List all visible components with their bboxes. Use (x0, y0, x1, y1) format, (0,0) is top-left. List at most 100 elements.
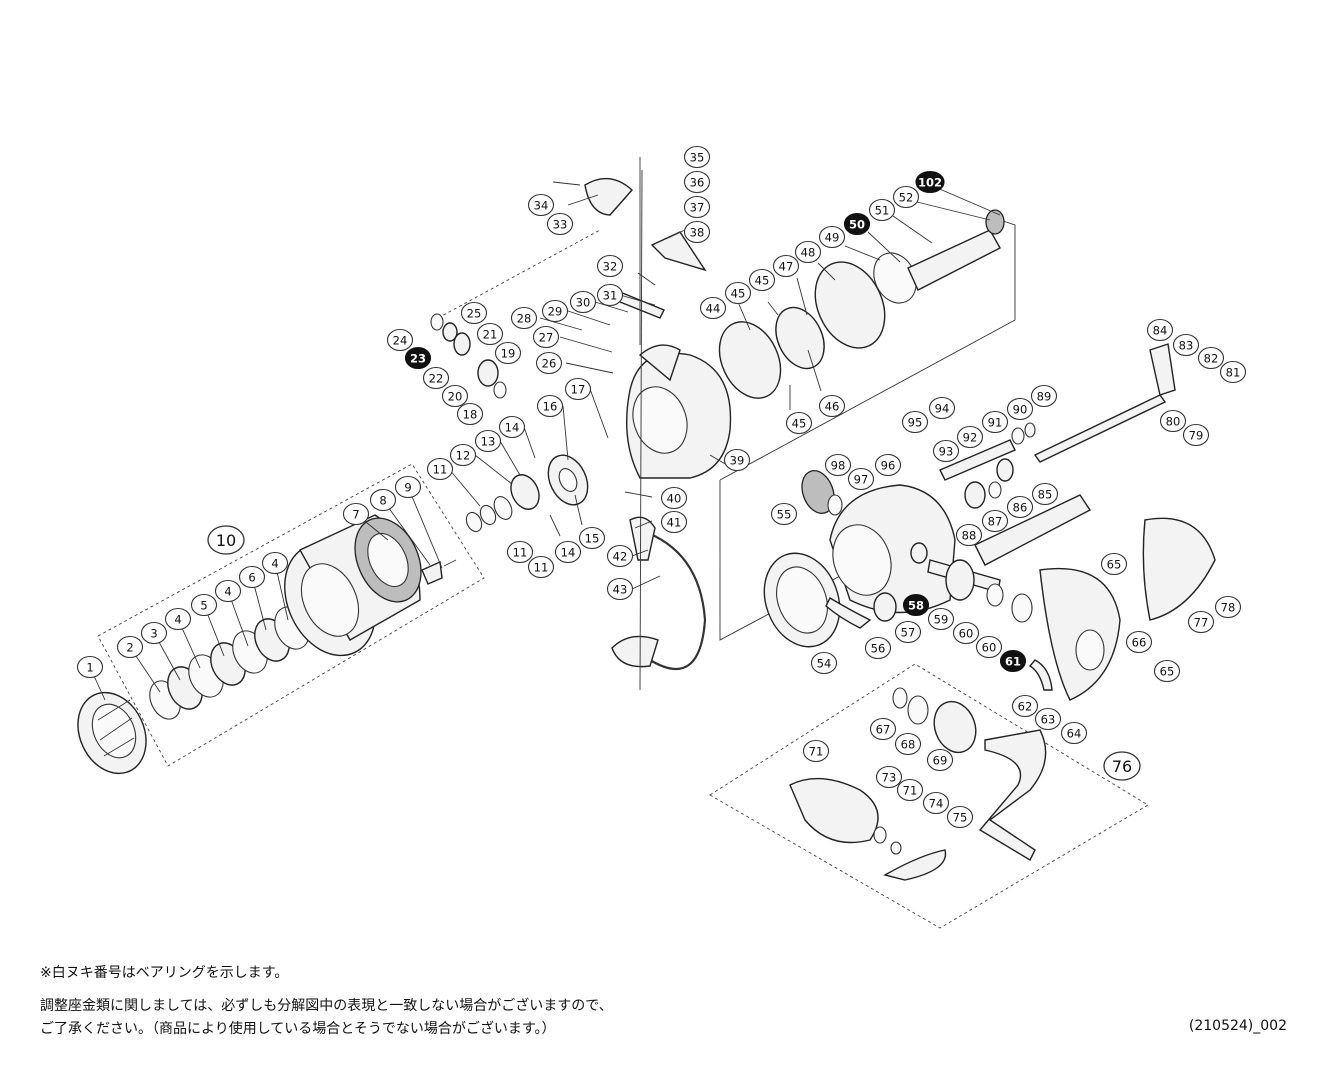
part-label-ring (527, 193, 555, 217)
part-number: 23 (410, 352, 426, 366)
part-label-ring (683, 145, 711, 169)
part-label-18: 18 (456, 402, 484, 426)
part-number: 57 (901, 626, 916, 640)
part-number: 4 (174, 613, 181, 627)
part-label-ring (342, 502, 370, 526)
part-number: 11 (513, 546, 528, 560)
part-label-65: 65 (1153, 659, 1181, 683)
part-label-4: 4 (164, 607, 192, 631)
part-label-ring (441, 384, 469, 408)
part-label-ring (1030, 384, 1058, 408)
part-label-30: 30 (569, 290, 597, 314)
part-label-11: 11 (527, 555, 555, 579)
part-label-ring (699, 296, 727, 320)
rotor-nut-washers-part (465, 454, 589, 533)
part-label-ring (802, 739, 830, 763)
part-label-ring (498, 415, 526, 439)
part-number: 64 (1067, 727, 1082, 741)
part-label-ring (238, 565, 266, 589)
part-label-37: 37 (683, 195, 711, 219)
part-label-ring (955, 523, 983, 547)
part-label-68: 68 (894, 732, 922, 756)
part-label-ring (394, 475, 422, 499)
part-number: 102 (918, 176, 942, 190)
part-number: 65 (1107, 558, 1122, 572)
part-label-56: 56 (864, 636, 892, 660)
part-label-ring (1153, 659, 1181, 683)
group-number: 10 (216, 531, 236, 550)
part-label-77: 77 (1187, 610, 1215, 634)
part-label-52: 52 (892, 185, 920, 209)
part-label-ring (748, 268, 776, 292)
part-label-49: 49 (818, 225, 846, 249)
part-label-ring (494, 341, 522, 365)
part-label-ring (532, 325, 560, 349)
part-label-ring (1060, 721, 1088, 745)
part-number: 20 (448, 390, 463, 404)
part-label-ring (1172, 333, 1200, 357)
part-number: 37 (690, 201, 705, 215)
part-label-98: 98 (824, 453, 852, 477)
group-number: 76 (1112, 757, 1132, 776)
drive-shaft-part (927, 559, 1033, 623)
part-number: 62 (1018, 700, 1033, 714)
part-label-ring (922, 791, 950, 815)
part-label-8: 8 (369, 488, 397, 512)
part-number: 8 (379, 494, 386, 508)
part-label-39: 39 (723, 448, 751, 472)
part-label-ring (474, 429, 502, 453)
part-label-25: 25 (460, 301, 488, 325)
part-label-65: 65 (1100, 552, 1128, 576)
part-label-ring (606, 544, 634, 568)
part-label-ring (369, 488, 397, 512)
part-label-ring (564, 377, 592, 401)
part-number: 43 (613, 583, 628, 597)
part-label-ring (422, 366, 450, 390)
part-number: 83 (1179, 339, 1194, 353)
part-number: 65 (1160, 665, 1175, 679)
part-label-ring (554, 540, 582, 564)
group-label-76: 76 (1103, 751, 1141, 781)
document-code: (210524)_002 (1188, 1018, 1287, 1034)
part-number: 54 (817, 657, 832, 671)
part-number: 4 (271, 557, 278, 571)
part-label-75: 75 (946, 805, 974, 829)
part-number: 98 (831, 459, 846, 473)
part-label-ring (1006, 495, 1034, 519)
part-label-ring (541, 299, 569, 323)
part-number: 19 (501, 347, 516, 361)
part-label-ring (892, 185, 920, 209)
part-label-41: 41 (660, 510, 688, 534)
part-label-57: 57 (894, 620, 922, 644)
part-number: 81 (1226, 366, 1241, 380)
part-number: 35 (690, 151, 705, 165)
part-number: 74 (929, 797, 944, 811)
part-number: 71 (903, 784, 918, 798)
part-number: 12 (456, 449, 471, 463)
part-label-32: 32 (596, 254, 624, 278)
part-label-ring (999, 649, 1027, 673)
part-number: 4 (224, 585, 231, 599)
part-label-4: 4 (214, 579, 242, 603)
rotor-part (626, 344, 732, 479)
part-number: 55 (777, 508, 792, 522)
part-number: 84 (1153, 324, 1168, 338)
part-number: 60 (982, 641, 997, 655)
part-label-7: 7 (342, 502, 370, 526)
part-number: 89 (1037, 390, 1052, 404)
part-label-ring (869, 717, 897, 741)
part-label-34: 34 (527, 193, 555, 217)
part-label-ring (535, 351, 563, 375)
part-number: 59 (934, 613, 949, 627)
part-label-46: 46 (818, 394, 846, 418)
part-label-ring (426, 457, 454, 481)
part-label-73: 73 (875, 765, 903, 789)
part-label-59: 59 (927, 607, 955, 631)
part-number: 7 (352, 508, 359, 522)
part-label-13: 13 (474, 429, 502, 453)
part-number: 71 (809, 745, 824, 759)
part-label-79: 79 (1182, 423, 1210, 447)
part-number: 94 (935, 402, 950, 416)
part-number: 92 (963, 431, 978, 445)
